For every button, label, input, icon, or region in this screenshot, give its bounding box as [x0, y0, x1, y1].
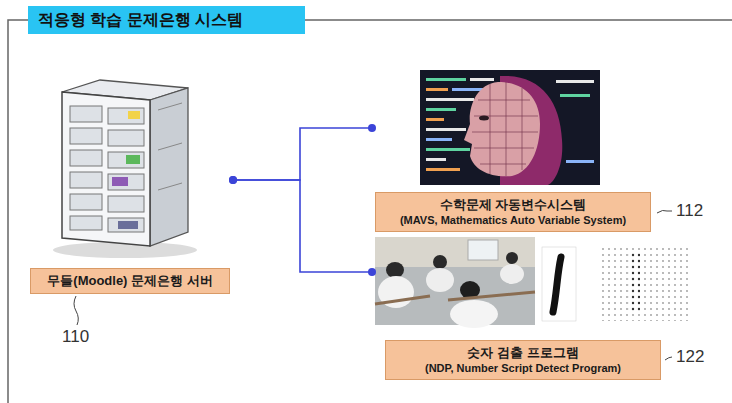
junction-dot — [229, 176, 237, 184]
server-illustration — [53, 80, 197, 258]
server-drawer — [70, 106, 102, 122]
digit-stroke — [553, 257, 561, 312]
junction-dot — [229, 176, 237, 184]
server-side-line — [158, 143, 182, 150]
label-box: 무들(Moodle) 문제은행 서버 — [30, 268, 230, 294]
server-light — [126, 155, 140, 164]
code-line — [426, 158, 446, 161]
label-box: 수학문제 자동변수시스템(MAVS, Mathematics Auto Vari… — [375, 192, 651, 232]
student-head — [386, 262, 404, 278]
code-line — [426, 108, 456, 111]
dot-matrix — [598, 247, 690, 321]
student-shirt — [426, 268, 454, 292]
server-drawer — [108, 196, 144, 212]
digit-ground — [542, 247, 576, 321]
junction-dot — [368, 268, 376, 276]
code-line — [566, 160, 594, 163]
code-line — [426, 98, 474, 101]
server-drawer — [108, 174, 144, 190]
code-line — [560, 94, 590, 97]
system-name: 수학문제 자동변수시스템 — [440, 197, 587, 213]
system-group: 무들(Moodle) 문제은행 서버 — [28, 85, 233, 295]
leader-line — [74, 296, 78, 325]
student-shirt — [450, 300, 498, 328]
face-eye — [479, 116, 489, 121]
code-line — [426, 118, 444, 121]
server-drawer — [70, 172, 102, 188]
photo-window — [468, 240, 498, 260]
server-drawer — [70, 150, 102, 166]
callout-number: 122 — [676, 347, 704, 367]
ai-image — [420, 70, 600, 185]
code-line — [426, 168, 460, 171]
server-side-line — [158, 183, 182, 190]
system-subtitle: (NDP, Number Script Detect Program) — [425, 361, 621, 375]
code-line — [426, 88, 448, 91]
server-side — [150, 88, 188, 246]
leader-line — [665, 357, 672, 360]
code-line — [426, 148, 470, 151]
system-name: 무들(Moodle) 문제은행 서버 — [47, 273, 212, 289]
connector-line — [233, 180, 372, 272]
code-line — [470, 78, 494, 81]
classroom-photo — [375, 237, 535, 328]
server-drawer — [108, 152, 144, 168]
desk — [375, 292, 535, 304]
server-front — [62, 92, 150, 246]
callout-number: 112 — [676, 201, 703, 221]
server-drawer — [108, 130, 144, 146]
code-line — [556, 80, 594, 83]
leader-line — [657, 210, 672, 213]
photo-wall — [375, 237, 535, 267]
student-head — [506, 252, 518, 264]
title-tab: 적응형 학습 문제은행 시스템 — [28, 6, 305, 34]
system-frame — [8, 20, 732, 403]
face — [464, 82, 540, 176]
callout-number: 110 — [62, 327, 89, 347]
face-circuit — [472, 82, 538, 176]
server-light — [128, 111, 140, 119]
label-box: 숫자 검출 프로그램(NDP, Number Script Detect Pro… — [385, 340, 661, 380]
code-line — [426, 128, 466, 131]
server-drawer — [70, 216, 102, 230]
server-drawer — [108, 218, 144, 232]
server-drawer — [108, 108, 144, 124]
system-subtitle: (MAVS, Mathematics Auto Variable System) — [400, 213, 626, 227]
server-light — [112, 177, 128, 186]
server-side-line — [158, 103, 182, 110]
matrix-dots — [598, 247, 690, 321]
server-drawer — [70, 194, 102, 210]
diagram-title: 적응형 학습 문제은행 시스템 — [38, 10, 243, 31]
code-line — [426, 78, 466, 81]
system-name: 숫자 검출 프로그램 — [467, 345, 578, 361]
system-group: 수학문제 자동변수시스템(MAVS, Mathematics Auto Vari… — [372, 66, 654, 234]
system-group: 숫자 검출 프로그램(NDP, Number Script Detect Pro… — [372, 236, 664, 384]
code-line — [426, 138, 452, 141]
image-ground — [420, 70, 600, 185]
student-head — [433, 255, 447, 269]
connector-line — [233, 128, 372, 180]
digit-image — [542, 247, 576, 321]
server-light — [118, 221, 138, 229]
matrix-dark-dots — [628, 253, 640, 313]
student-shirt — [500, 264, 524, 284]
server-drawer — [70, 128, 102, 144]
junction-dot — [368, 124, 376, 132]
